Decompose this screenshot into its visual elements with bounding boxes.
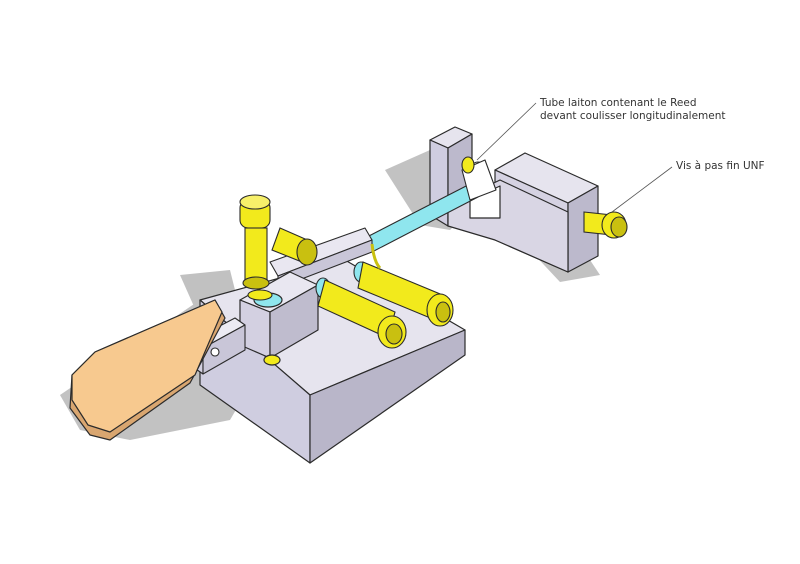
- unf-fine-screw: [583, 211, 628, 239]
- reed-tube-annotation: Tube laiton contenant le Reed devant cou…: [540, 97, 725, 123]
- leader-lines: [476, 102, 673, 213]
- contact-screw-right: [353, 243, 454, 327]
- pivot-block: [239, 271, 319, 366]
- rear-bracket: [429, 126, 599, 273]
- rear-stop-screw: [271, 227, 318, 266]
- reed-tube: [364, 156, 497, 253]
- vertical-adjust-screw: [239, 194, 273, 301]
- paddle: [69, 299, 226, 441]
- unf-screw-annotation: Vis à pas fin UNF: [676, 160, 765, 172]
- reed-tube-annotation-line2: devant coulisser longitudinalement: [540, 110, 726, 122]
- contact-screw-left: [315, 277, 407, 349]
- reed-tube-annotation-line1: Tube laiton contenant le Reed: [540, 97, 697, 109]
